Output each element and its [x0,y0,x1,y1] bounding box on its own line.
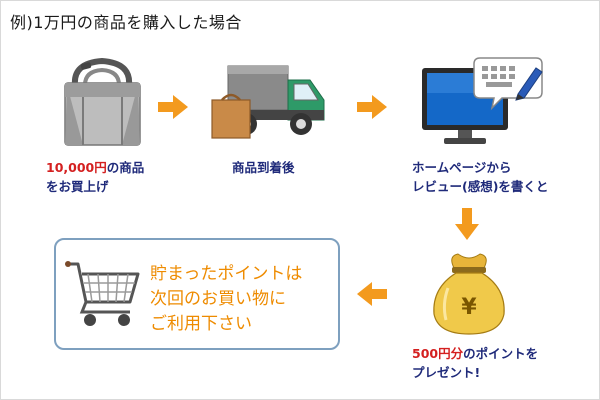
money-bag-yen-icon: ¥ [433,253,505,335]
reward-message: 貯まったポイントは 次回のお買い物に ご利用下さい [150,262,302,337]
bag-icon [64,57,141,146]
reward-line3: ご利用下さい [150,314,252,334]
arrow-right-icon [158,95,188,119]
step-purchase-text: 10,000円の商品 をお買上げ [46,158,144,196]
purchase-line2: をお買上げ [46,179,109,194]
reward-box [54,238,340,350]
review-line1: ホームページから [412,160,512,175]
page-title: 例)1万円の商品を購入した場合 [10,13,242,32]
reward-line1: 貯まったポイントは [150,264,303,284]
purchase-line1-rest: の商品 [106,160,145,175]
point-amount: 500円分 [412,346,464,361]
arrow-right-icon [357,95,387,119]
point-line2: プレゼント! [412,365,481,380]
yen-symbol: ¥ [461,295,477,320]
monitor-review-icon [422,57,543,144]
arrival-line1: 商品到着後 [232,160,295,175]
arrow-left-icon [357,282,387,306]
step-review-text: ホームページから レビュー(感想)を書くと [412,158,548,196]
arrow-down-icon [455,208,479,240]
delivery-truck-icon [211,65,325,139]
shopping-cart-icon [65,261,140,326]
point-line1-rest: のポイントを [463,346,539,361]
purchase-amount: 10,000円 [46,160,107,175]
step-arrival-text: 商品到着後 [232,158,295,177]
step-point-text: 500円分のポイントを プレゼント! [412,344,538,382]
review-line2: レビュー(感想)を書くと [412,179,549,194]
reward-line2: 次回のお買い物に [150,289,286,309]
